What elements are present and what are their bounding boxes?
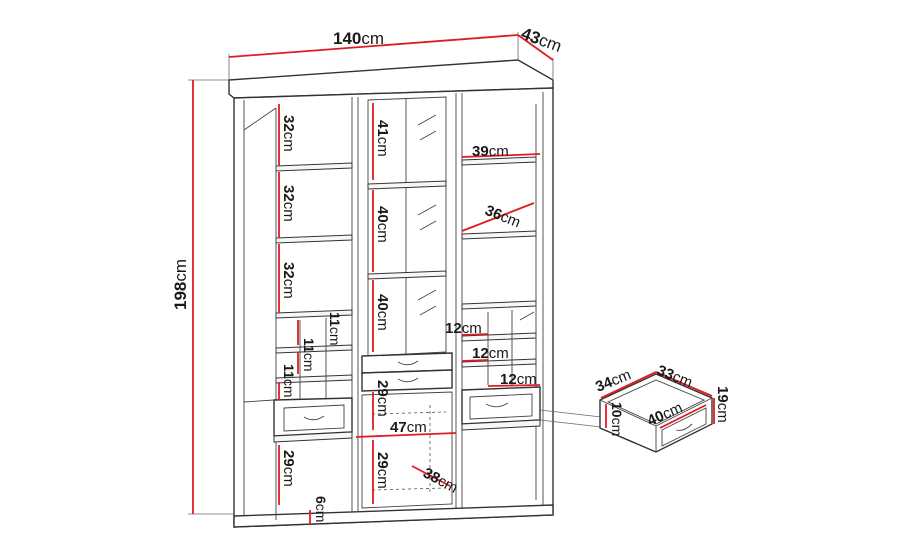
label-left-small-2: 11cm	[301, 338, 317, 371]
label-left-small-1: 11cm	[327, 312, 343, 345]
label-left-bottom: 29cm	[280, 450, 297, 487]
label-center-1: 41cm	[374, 120, 391, 157]
label-left-shelf-1: 32cm	[280, 115, 297, 152]
label-drawer-front-height: 19cm	[714, 386, 731, 423]
dimension-labels: 140cm 43cm 198cm 32cm 32cm 32cm 11cm 11c…	[171, 24, 731, 523]
right-drawer	[461, 386, 541, 431]
label-center-5: 29cm	[374, 452, 391, 489]
center-glass-door	[361, 96, 453, 509]
label-plinth: 6cm	[313, 496, 329, 522]
label-drawer-front: 40cm	[645, 399, 685, 429]
label-left-small-3: 11cm	[281, 364, 297, 397]
label-right-width: 39cm	[472, 143, 509, 160]
drawer-box	[599, 373, 713, 453]
label-center-2: 40cm	[374, 206, 391, 243]
left-drawer	[243, 397, 353, 443]
label-height: 198cm	[171, 259, 190, 310]
label-right-small-3: 12cm	[500, 371, 537, 388]
label-left-shelf-2: 32cm	[280, 185, 297, 222]
label-drawer-depth: 34cm	[593, 366, 633, 396]
plinth	[233, 504, 554, 528]
extension-lines	[188, 32, 611, 515]
drawer-detail	[599, 371, 715, 453]
label-center-4: 29cm	[374, 380, 391, 417]
left-shelves	[243, 107, 353, 520]
label-drawer-height: 10cm	[609, 402, 625, 436]
label-drawer-width: 33cm	[655, 362, 695, 392]
label-width: 140cm	[333, 29, 384, 48]
label-right-depth: 36cm	[483, 202, 523, 232]
right-shelves	[461, 104, 537, 500]
label-left-shelf-3: 32cm	[280, 262, 297, 299]
red-dimension-lines	[192, 34, 554, 525]
label-right-small-1: 12cm	[445, 320, 482, 337]
label-center-width: 47cm	[390, 419, 427, 436]
label-right-small-2: 12cm	[472, 345, 509, 362]
label-center-3: 40cm	[374, 294, 391, 331]
